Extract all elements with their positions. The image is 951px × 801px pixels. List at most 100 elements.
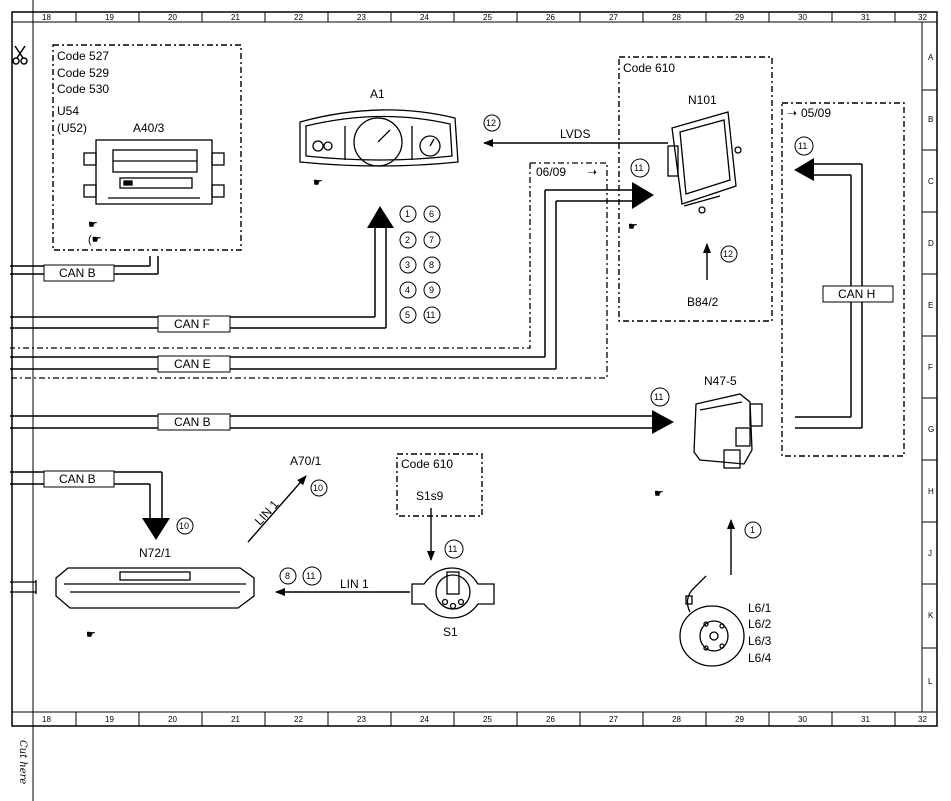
ruler-top-col: 26	[546, 13, 555, 22]
manual-ref-icon: ☛	[88, 219, 98, 231]
code-610-top-label: Code 610	[623, 61, 675, 75]
b84-2-label: B84/2	[687, 295, 719, 309]
circled-number: 2	[405, 235, 410, 245]
ruler-bottom-col: 31	[861, 715, 870, 724]
l6-2-label: L6/2	[748, 617, 772, 631]
circled-number: 8	[429, 260, 434, 270]
l6-3-label: L6/3	[748, 634, 772, 648]
manual-ref-icon: ☛	[628, 221, 638, 233]
can-e-label: CAN E	[174, 357, 211, 371]
n72-1-label: N72/1	[139, 546, 171, 560]
a1-instrument-cluster	[299, 109, 459, 167]
can-b-mid-wire	[10, 415, 652, 429]
ruler-bottom: 18 19 20 21 22 23 24 25 26 27 28 29 30 3…	[42, 712, 927, 726]
l6-wheel-sensor	[679, 575, 745, 667]
ruler-top-col: 32	[918, 13, 927, 22]
circled-l6	[744, 521, 762, 539]
circled-number-lvds: 12	[486, 118, 496, 128]
ruler-right-row: D	[928, 239, 934, 248]
can-f-label-box	[157, 315, 231, 333]
ruler-top-col: 22	[294, 13, 303, 22]
circled-lin-a	[279, 567, 297, 585]
circled-number-l6: 1	[750, 525, 755, 535]
ruler-right-row: H	[928, 487, 934, 496]
ruler-bottom-col: 27	[609, 715, 618, 724]
a1-label: A1	[370, 87, 385, 101]
ruler-right-row: G	[928, 425, 934, 434]
can-h-label-box	[822, 285, 894, 303]
code-527: Code 527	[57, 49, 109, 63]
lin1-diagonal-line	[247, 475, 307, 543]
can-b-top-label: CAN B	[59, 266, 96, 280]
ruler-bottom-col: 26	[546, 715, 555, 724]
u54-label: U54	[57, 104, 79, 118]
ruler-right-row: J	[928, 549, 932, 558]
ruler-bottom-col: 28	[672, 715, 681, 724]
n72-1-device	[10, 567, 255, 609]
box-0609-label: 06/09	[536, 165, 566, 179]
ruler-bottom-col: 22	[294, 715, 303, 724]
ruler-bottom-col: 32	[918, 715, 927, 724]
circled-lvds	[483, 114, 501, 132]
circled-number-lin-a: 8	[285, 571, 290, 581]
circled-number-canh: 11	[798, 141, 807, 151]
lvds-label: LVDS	[560, 127, 590, 141]
ruler-right: A B C D E F G H J K L	[922, 53, 937, 686]
l6-4-label: L6/4	[748, 651, 772, 665]
box-left	[52, 44, 242, 251]
circled-number-n101: 11	[634, 163, 643, 173]
ruler-top-col: 28	[672, 13, 681, 22]
circled-s1s9	[444, 539, 464, 559]
lin1-diagonal-label: LIN 1	[252, 497, 282, 528]
can-b-low-label-box	[43, 470, 115, 488]
circled-number-lin-b: 11	[306, 571, 315, 581]
box-0609-left	[10, 163, 531, 349]
ruler-bottom-col: 19	[105, 715, 114, 724]
ruler-top-col: 20	[168, 13, 177, 22]
ruler-right-row: L	[928, 677, 933, 686]
ruler-top-col: 31	[861, 13, 870, 22]
a70-1-label: A70/1	[290, 454, 322, 468]
circled-number: 4	[405, 285, 410, 295]
circled-number: 5	[405, 310, 410, 320]
ruler-top-col: 30	[798, 13, 807, 22]
ruler-top-col: 18	[42, 13, 51, 22]
code-529: Code 529	[57, 66, 109, 80]
code-530: Code 530	[57, 82, 109, 96]
ruler-bottom-col: 21	[231, 715, 240, 724]
can-h-arrow	[794, 158, 814, 181]
ruler-top-col: 24	[420, 13, 429, 22]
ruler-bottom-col: 23	[357, 715, 366, 724]
code-610-s1s9-label: Code 610	[401, 457, 453, 471]
n47-5-label: N47-5	[704, 374, 737, 388]
cut-here-note: Cut here	[17, 740, 28, 784]
ruler-right-row: C	[928, 177, 934, 186]
ruler-top: 18 19 20 21 22 23 24 25 26 27 28 29 30 3…	[42, 12, 927, 22]
can-b-mid-label-box	[157, 413, 231, 431]
arrow-right-icon: ➝	[587, 165, 597, 179]
ruler-right-row: E	[928, 301, 933, 310]
circled-canh	[794, 136, 814, 156]
can-f-arrow	[367, 206, 394, 228]
manual-ref-icon: (☛	[88, 234, 102, 246]
box-0509	[781, 102, 905, 457]
ruler-right-row: A	[928, 53, 934, 62]
ruler-top-col: 23	[357, 13, 366, 22]
can-b-top-label-box	[43, 264, 115, 282]
circled-number-s1s9: 11	[448, 544, 457, 554]
ruler-bottom-col: 30	[798, 715, 807, 724]
circled-n72	[176, 517, 194, 535]
ruler-top-col: 19	[105, 13, 114, 22]
can-h-label: CAN H	[838, 287, 875, 301]
circled-number: 6	[429, 209, 434, 219]
circled-n101	[630, 158, 650, 178]
ruler-right-row: F	[928, 363, 933, 372]
circled-lin-b	[302, 566, 322, 586]
circled-b84	[720, 245, 738, 263]
circled-number-a70: 10	[313, 483, 323, 493]
a1-circled-numbers: 1 6 2 7 3 8 4 9 5 11	[399, 205, 441, 324]
a40-3-label: A40/3	[133, 121, 165, 135]
can-b-low-label: CAN B	[59, 472, 96, 486]
s1-label: S1	[443, 625, 458, 639]
scissors-icon	[12, 45, 28, 65]
